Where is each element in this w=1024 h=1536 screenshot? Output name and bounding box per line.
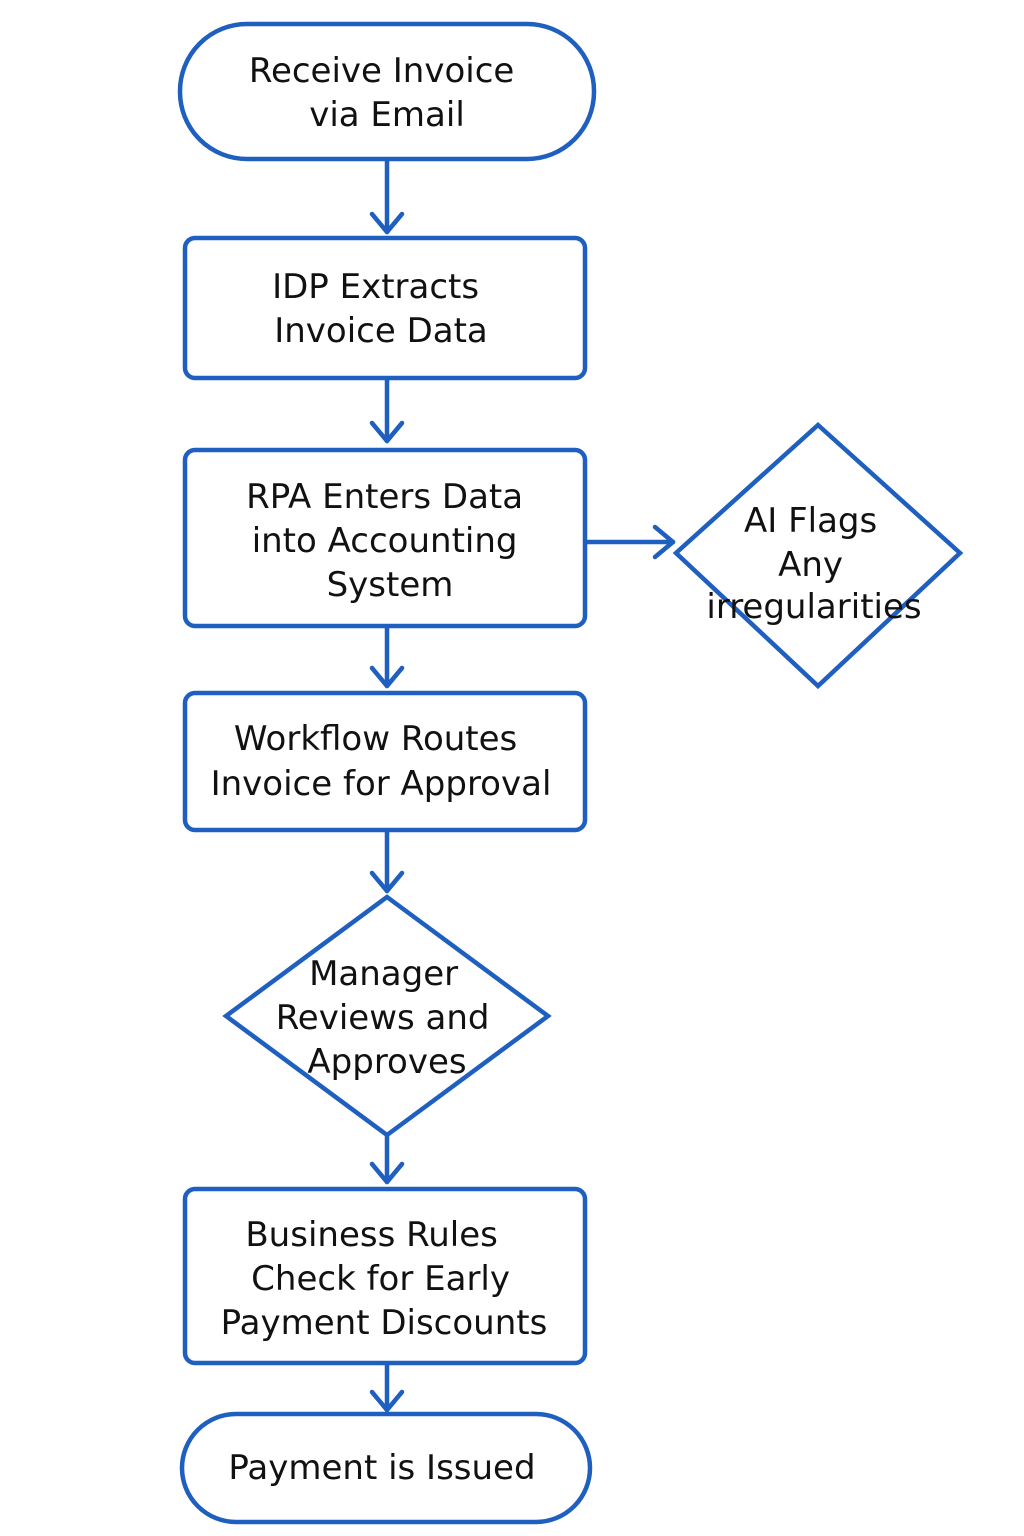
terminator-shape (179, 1411, 593, 1525)
node-label-line: Check for Early (251, 1259, 510, 1299)
node-rpa-enters: RPA Enters Data into Accounting System (182, 447, 588, 629)
node-label-line: Invoice for Approval (211, 764, 552, 804)
node-idp-extracts: IDP Extracts Invoice Data (182, 235, 588, 381)
node-label: Receive Invoice via Email (249, 51, 525, 135)
node-manager-reviews: Manager Reviews and Approves (222, 894, 552, 1138)
node-payment-issued: Payment is Issued (179, 1411, 593, 1525)
node-label: Business Rules Check for Early Payment D… (221, 1215, 548, 1343)
node-label-line: into Accounting (252, 521, 518, 561)
arrowhead-review (369, 870, 405, 894)
decision-shape (222, 894, 552, 1138)
node-label: AI Flags Any irregularities (706, 501, 921, 627)
node-label-line: Approves (307, 1042, 466, 1082)
process-shape (182, 447, 588, 629)
node-label: RPA Enters Data into Accounting System (246, 477, 534, 605)
process-shape (182, 690, 588, 833)
node-label: Workflow Routes Invoice for Approval (211, 719, 552, 804)
node-label-line: Invoice Data (274, 311, 488, 351)
node-label-line: Receive Invoice (249, 51, 514, 91)
arrowhead-flag (652, 524, 676, 560)
decision-shape (672, 421, 964, 690)
node-receive-invoice: Receive Invoice via Email (177, 21, 597, 162)
node-label-line: Payment is Issued (228, 1448, 535, 1488)
node-label: Payment is Issued (228, 1448, 535, 1488)
node-ai-flags: AI Flags Any irregularities (672, 421, 964, 690)
node-label-line: System (327, 565, 454, 605)
arrowhead-route (369, 665, 405, 689)
node-label-line: Any (778, 545, 843, 585)
arrowhead-issue (369, 1389, 405, 1413)
node-label: IDP Extracts Invoice Data (272, 267, 490, 351)
arrowhead-enter (369, 420, 405, 444)
node-label-line: RPA Enters Data (246, 477, 523, 517)
node-label-line: via Email (309, 95, 465, 135)
arrowhead-extract (369, 211, 405, 235)
node-business-rules: Business Rules Check for Early Payment D… (182, 1186, 588, 1366)
arrowhead-rules (369, 1161, 405, 1185)
node-label-line: IDP Extracts (272, 267, 479, 307)
node-label-line: irregularities (706, 587, 921, 627)
node-label-line: Payment Discounts (221, 1303, 548, 1343)
node-label-line: Business Rules (245, 1215, 497, 1255)
process-shape (182, 1186, 588, 1366)
terminator-shape (177, 21, 597, 162)
node-workflow-routes: Workflow Routes Invoice for Approval (182, 690, 588, 833)
node-label: Manager Reviews and Approves (276, 954, 501, 1082)
process-shape (182, 235, 588, 381)
node-label-line: Manager (309, 954, 458, 994)
node-label-line: Reviews and (276, 998, 490, 1038)
node-label-line: Workflow Routes (234, 719, 517, 759)
edges (369, 157, 676, 1413)
node-label-line: AI Flags (744, 501, 877, 541)
